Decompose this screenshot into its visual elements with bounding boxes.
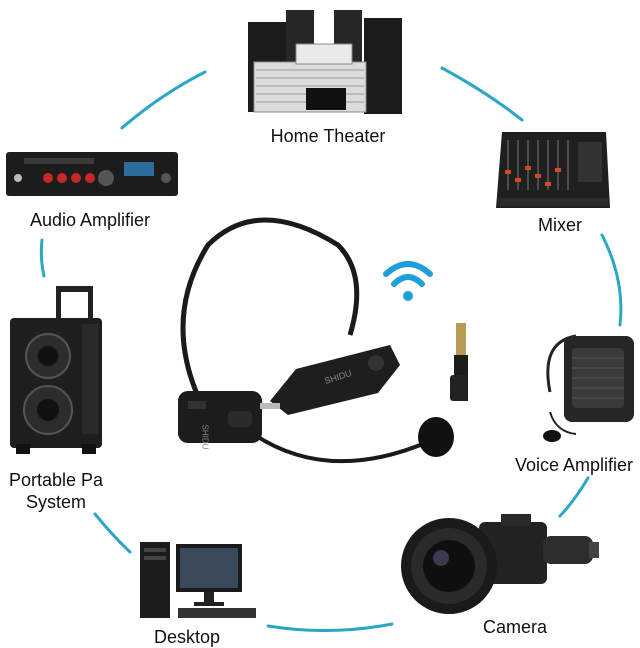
ring-arc-left [39,238,46,278]
wifi-icon [380,258,436,304]
ring-arc-left-lower [93,512,132,554]
home-theater-image [246,4,404,116]
home-theater-label: Home Theater [270,126,386,146]
transmitter-brand-label: SHIDU [200,424,210,450]
voice-amplifier-image [536,322,640,446]
camera-label: Camera [482,617,548,637]
headset-microphone-image [168,205,468,495]
portable-pa-label-line1: Portable Pa [8,470,104,490]
desktop-image [138,538,260,620]
portable-pa-label-line2: System [25,492,86,512]
audio-amplifier-label: Audio Amplifier [29,210,151,230]
voice-amplifier-label: Voice Amplifier [514,455,634,475]
ring-arc-bottom [266,622,394,633]
ring-arc-right [600,233,623,327]
ring-arc-top-left [120,70,207,130]
ring-arc-top-right [440,66,524,122]
mixer-image [494,128,612,214]
camera-image [393,512,601,614]
desktop-label: Desktop [153,627,221,647]
portable-pa-image [8,284,104,456]
ring-arc-right-lower [558,476,590,518]
audio-amplifier-image [4,148,180,200]
mixer-label: Mixer [538,215,582,235]
